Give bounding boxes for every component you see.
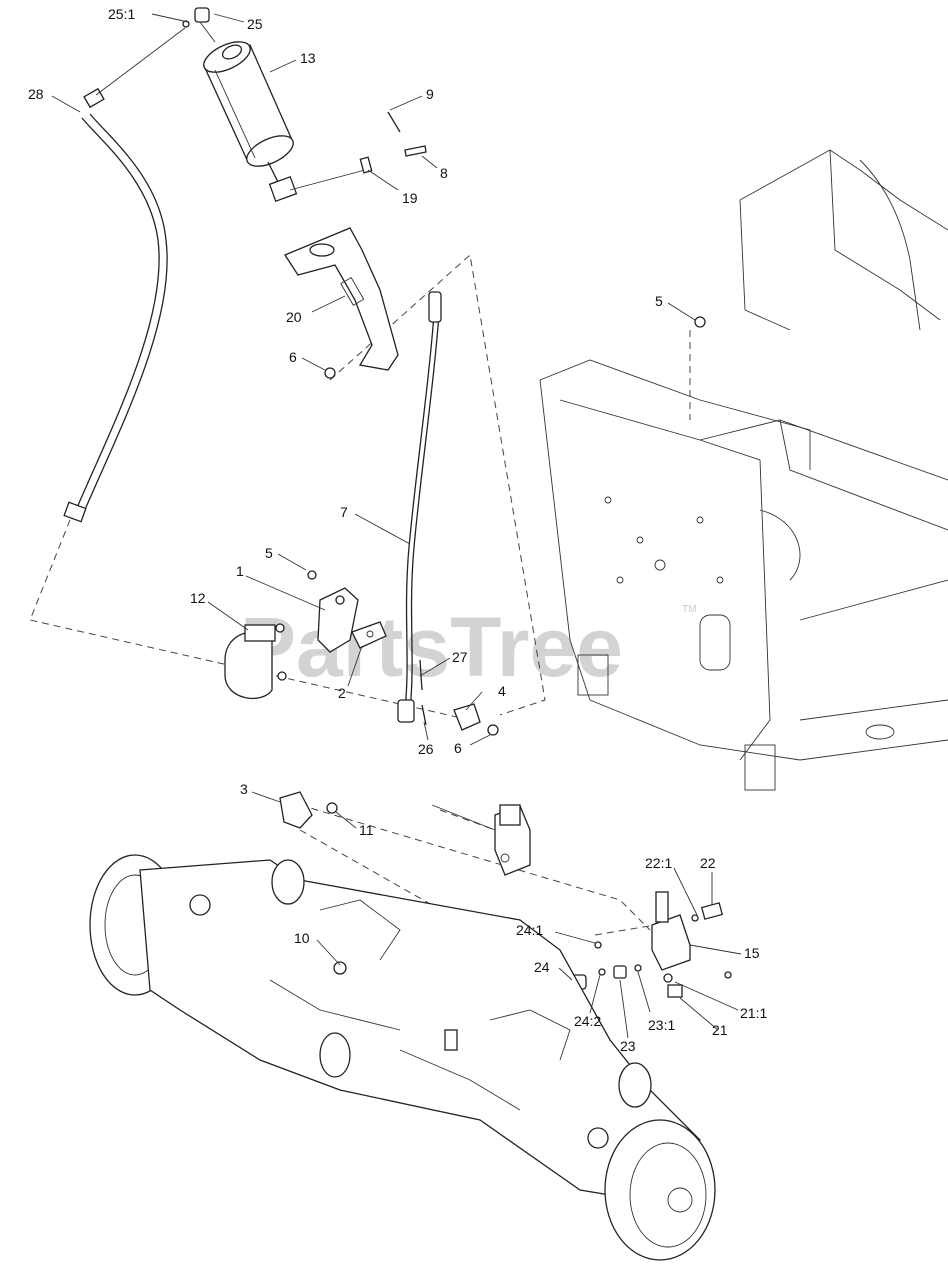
- callout-21: 21: [712, 1022, 728, 1038]
- callout-27: 27: [452, 649, 468, 665]
- callout-7: 7: [340, 504, 348, 520]
- callout-26: 26: [418, 741, 434, 757]
- callout-13: 13: [300, 50, 316, 66]
- callout-6-lower: 6: [454, 740, 462, 756]
- callout-10: 10: [294, 930, 310, 946]
- clamp-12: [224, 623, 287, 699]
- axle-assembly: [89, 854, 716, 1261]
- callout-6-upper: 6: [289, 349, 297, 365]
- bracket-3: [279, 791, 338, 829]
- fitting-25: [182, 7, 216, 43]
- callout-22-1: 22:1: [645, 855, 672, 871]
- machine-frame: [539, 149, 948, 791]
- callout-12: 12: [190, 590, 206, 606]
- callout-1: 1: [236, 563, 244, 579]
- bracket-20: [284, 227, 399, 379]
- callout-23-1: 23:1: [648, 1017, 675, 1033]
- callout-24-1: 24:1: [516, 922, 543, 938]
- callout-21-1: 21:1: [740, 1005, 767, 1021]
- callout-25-1: 25:1: [108, 6, 135, 22]
- callout-24: 24: [534, 959, 550, 975]
- control-rod: [397, 291, 442, 726]
- callout-24-2: 24:2: [574, 1013, 601, 1029]
- callout-5-plate: 5: [265, 545, 273, 561]
- callout-4: 4: [498, 683, 506, 699]
- callout-labels: 25:1 25 13 28 9 8 19 20 6 5 7 5 1 12 2 2…: [28, 6, 767, 1054]
- callout-3: 3: [240, 781, 248, 797]
- hydraulic-hose: [63, 27, 186, 523]
- pin-parts: [359, 111, 427, 174]
- valve-15: [651, 891, 732, 998]
- accumulator-cylinder: [203, 41, 366, 203]
- valve-upper: [431, 804, 531, 876]
- callout-23: 23: [620, 1038, 636, 1054]
- watermark-trademark: TM: [682, 604, 696, 615]
- clip-4: [453, 703, 499, 736]
- plate-1: [307, 570, 387, 653]
- callout-15: 15: [744, 945, 760, 961]
- callout-9: 9: [426, 86, 434, 102]
- watermark-text: PartsTree: [240, 600, 623, 694]
- callout-28: 28: [28, 86, 44, 102]
- fittings-23-24: [571, 941, 642, 990]
- callout-8: 8: [440, 165, 448, 181]
- callout-20: 20: [286, 309, 302, 325]
- callout-19: 19: [402, 190, 418, 206]
- leader-lines: [51, 13, 742, 1039]
- callout-25: 25: [247, 16, 263, 32]
- callout-11: 11: [359, 822, 374, 838]
- callout-2: 2: [338, 685, 346, 701]
- callout-5-frame: 5: [655, 293, 663, 309]
- callout-22: 22: [700, 855, 716, 871]
